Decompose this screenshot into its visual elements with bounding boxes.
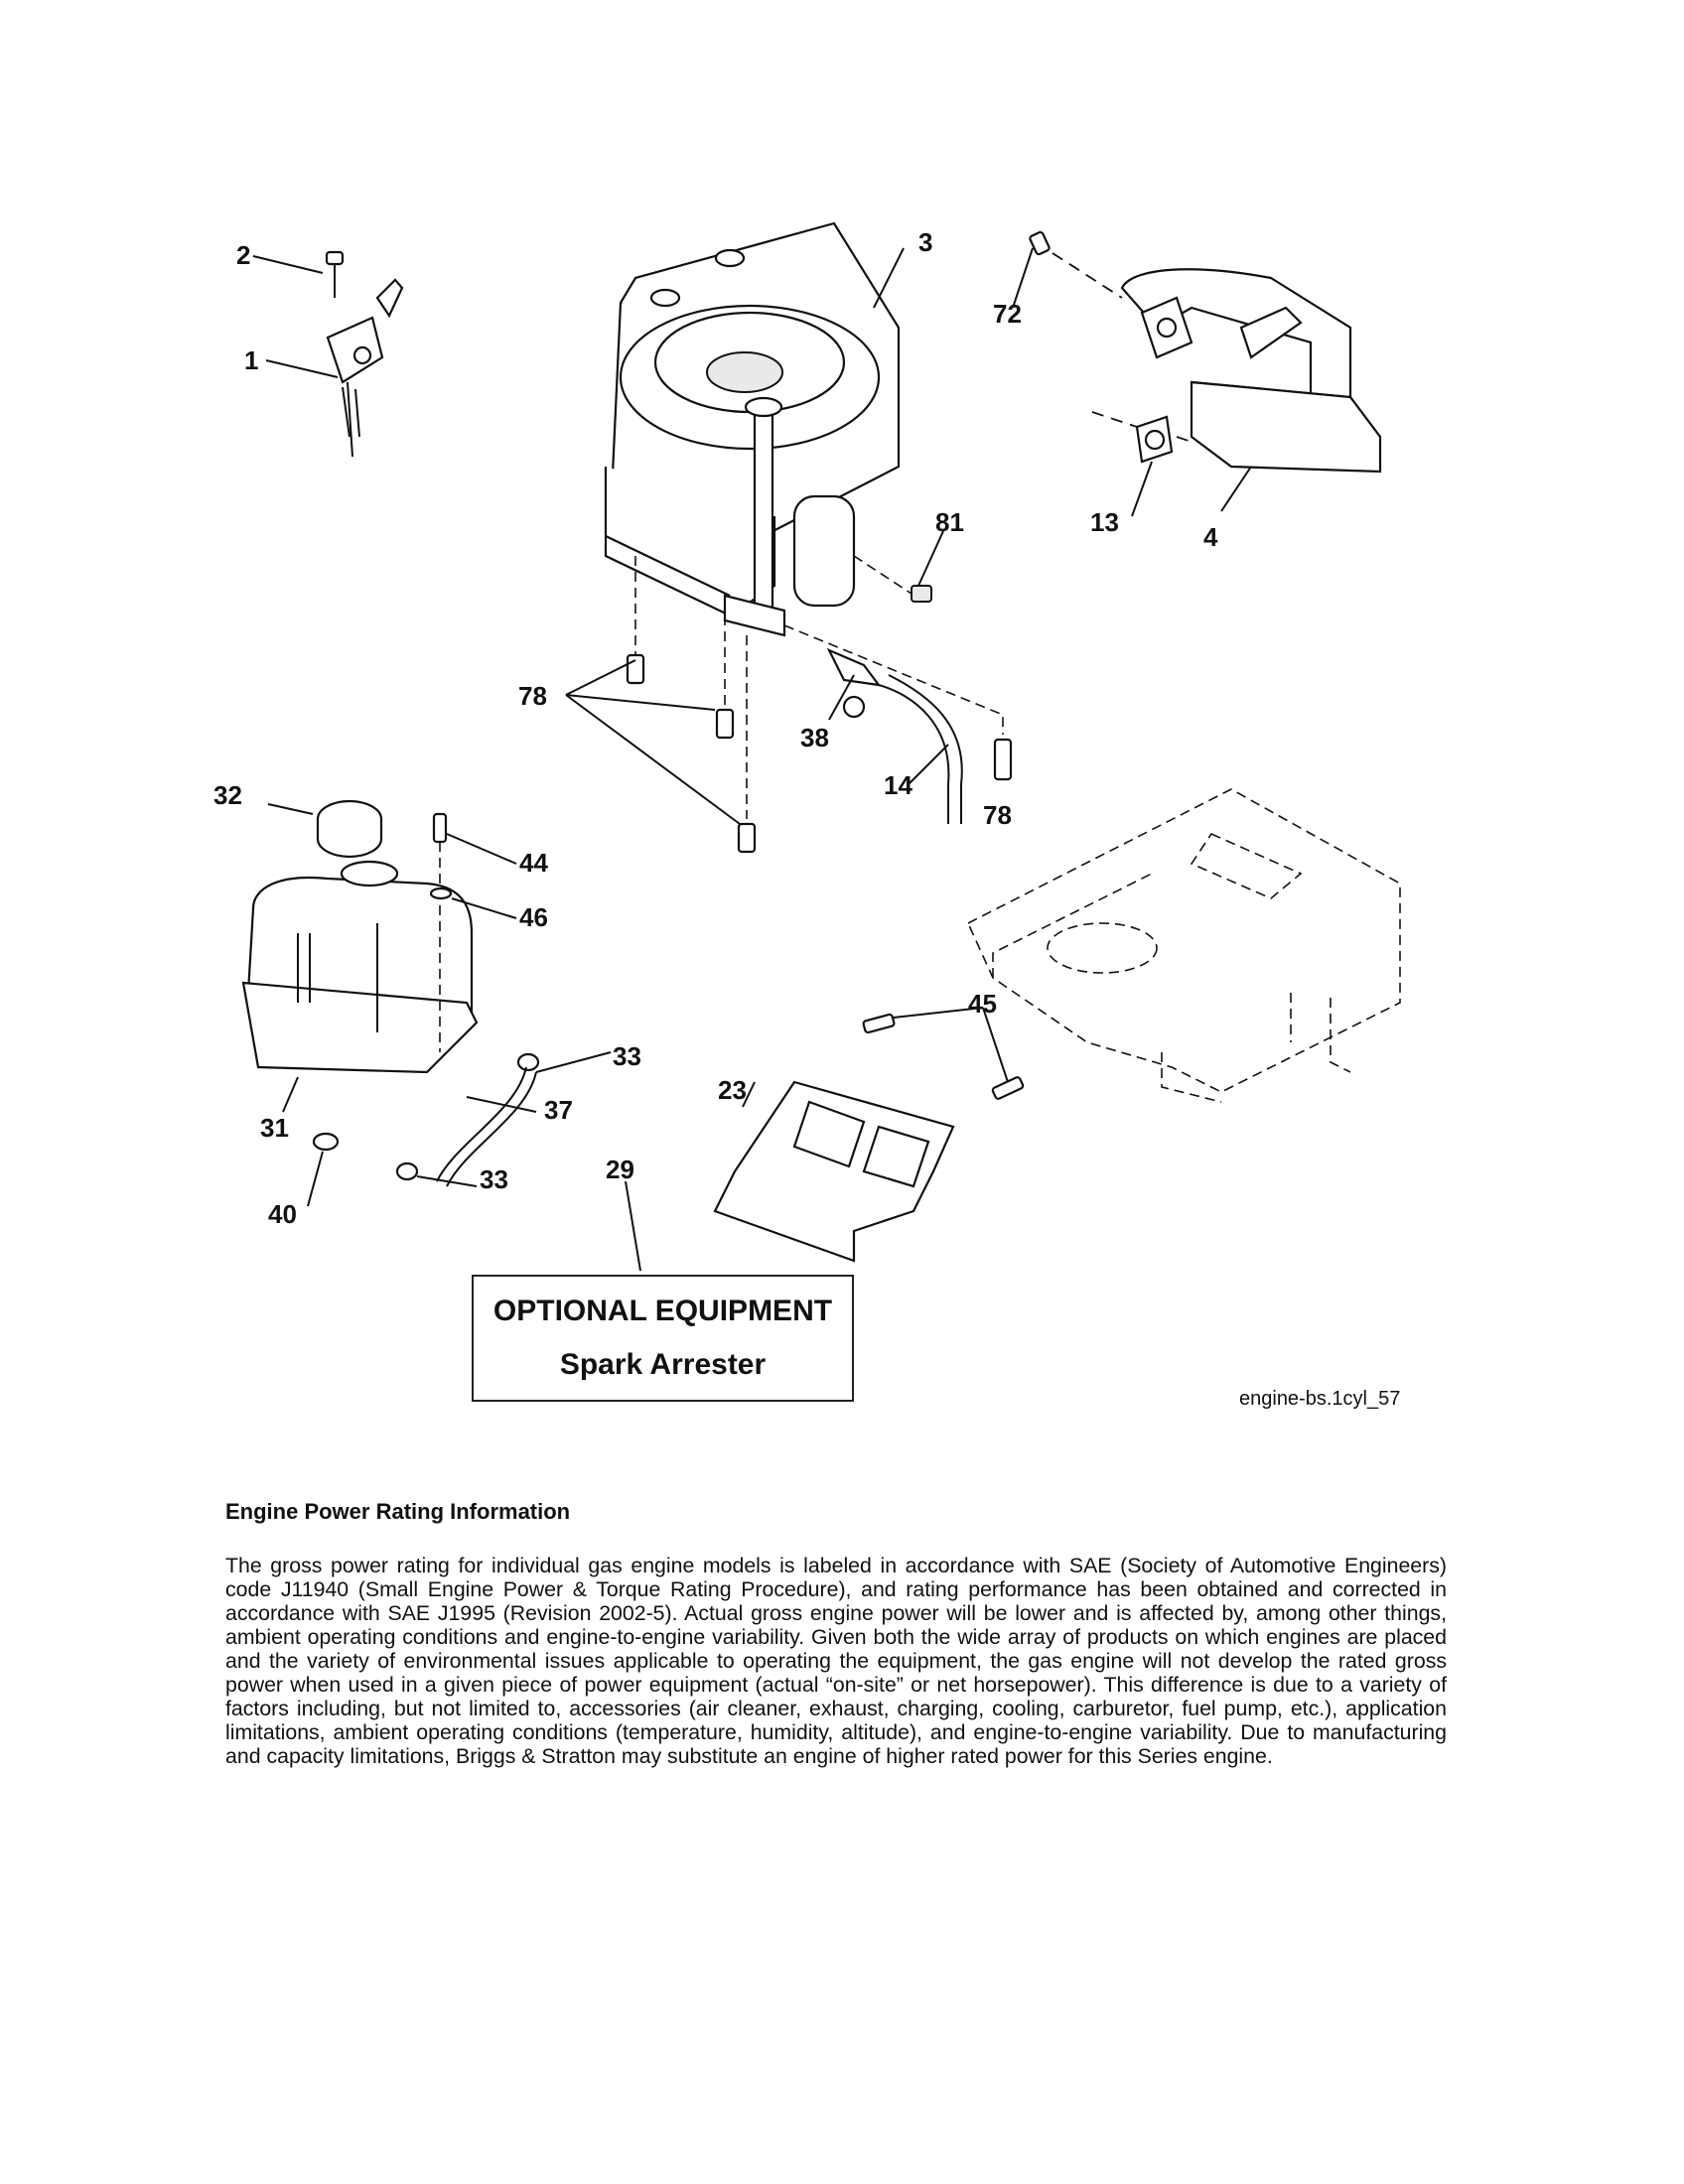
- leader-lines: [252, 247, 1252, 1272]
- tractor-frame: [966, 788, 1401, 1103]
- engine-part: [604, 221, 901, 637]
- engine-parts-diagram: 2 1 3 72 81 13 4 78 38 14 78 32 44 46 33…: [213, 221, 1401, 1272]
- throttle-control-part: [325, 250, 404, 458]
- mounting-bolts: [626, 556, 1013, 854]
- fuel-line-assembly: [826, 647, 963, 824]
- callout-33-top: 33: [613, 1041, 641, 1071]
- rating-body: The gross power rating for individual ga…: [225, 1554, 1447, 1768]
- muffler-assembly: [1029, 230, 1382, 474]
- rating-heading: Engine Power Rating Information: [225, 1499, 571, 1524]
- callout-31: 31: [260, 1113, 289, 1143]
- diagram-reference-code: engine-bs.1cyl_57: [1239, 1388, 1401, 1410]
- callout-33-bottom: 33: [480, 1164, 508, 1194]
- fuel-tank-assembly: [241, 799, 540, 1187]
- callout-23: 23: [718, 1075, 747, 1105]
- nut-part: [853, 555, 932, 603]
- callout-78-right: 78: [983, 800, 1012, 830]
- mounting-plate-assembly: [713, 1013, 1025, 1263]
- callout-72: 72: [993, 299, 1022, 329]
- callout-44: 44: [519, 848, 548, 878]
- optional-equipment-subtitle: Spark Arrester: [559, 1348, 767, 1381]
- callout-29: 29: [606, 1155, 634, 1184]
- callout-32: 32: [213, 780, 242, 810]
- callout-14: 14: [884, 770, 912, 800]
- callout-45: 45: [968, 989, 997, 1019]
- optional-equipment-title: OPTIONAL EQUIPMENT: [492, 1295, 833, 1327]
- callout-78-left: 78: [518, 681, 547, 711]
- callout-46: 46: [519, 902, 548, 932]
- callout-3: 3: [918, 227, 932, 257]
- callout-37: 37: [544, 1095, 573, 1125]
- callout-2: 2: [236, 240, 250, 270]
- callout-38: 38: [800, 723, 829, 752]
- callout-81: 81: [935, 507, 964, 537]
- callout-4: 4: [1203, 522, 1218, 552]
- callout-1: 1: [244, 345, 258, 375]
- optional-equipment-box: OPTIONAL EQUIPMENT Spark Arrester: [472, 1275, 854, 1402]
- callout-40: 40: [268, 1199, 297, 1229]
- callout-13: 13: [1090, 507, 1119, 537]
